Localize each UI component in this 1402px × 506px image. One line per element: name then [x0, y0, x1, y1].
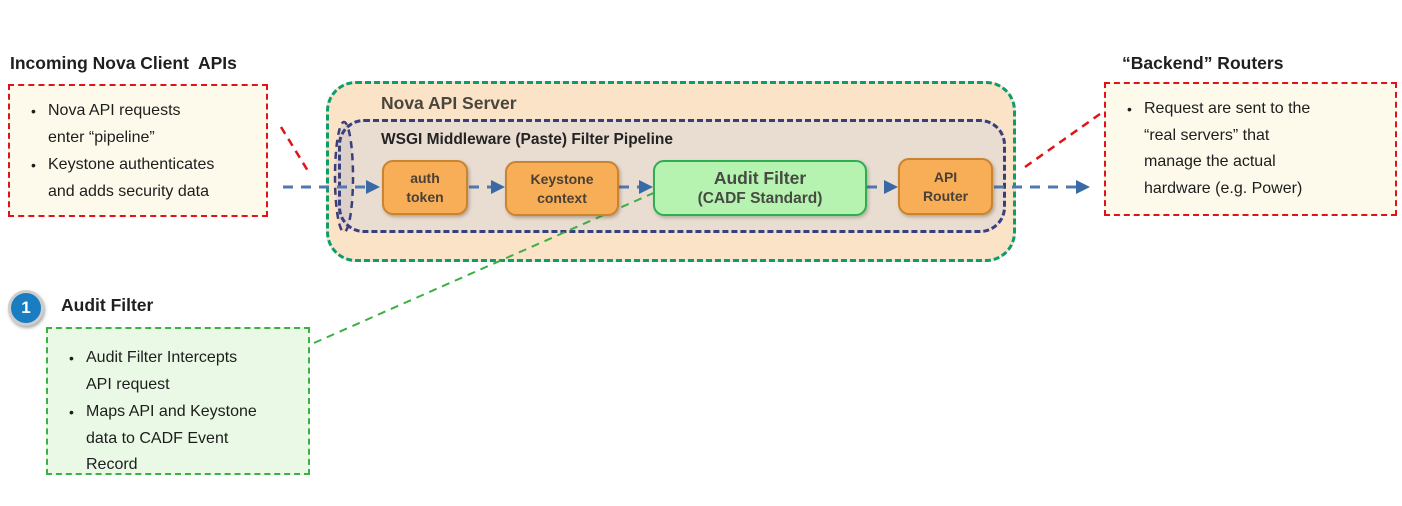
- stage-api-router: API Router: [898, 158, 993, 215]
- callout-title: Audit Filter: [61, 295, 154, 315]
- right-note-bullet-list: Request are sent to the “real servers” t…: [1120, 96, 1385, 202]
- left-note-title: Incoming Nova Client APIs: [10, 53, 237, 73]
- note-bullet: Audit Filter Intercepts API request: [62, 345, 298, 398]
- stage-label-line: token: [406, 188, 444, 205]
- audit-filter-note-box: Audit Filter Intercepts API request Maps…: [46, 327, 310, 475]
- wsgi-pipeline-title: WSGI Middleware (Paste) Filter Pipeline: [381, 131, 673, 148]
- audit-filter-callout-line: [313, 190, 659, 344]
- right-note-callout-line: [1024, 112, 1101, 169]
- pipeline-entry-ellipse: [333, 120, 355, 234]
- left-note-bullet-list: Nova API requests enter “pipeline” Keyst…: [24, 98, 256, 205]
- right-note-title: “Backend” Routers: [1122, 53, 1284, 73]
- stage-label-line: Audit Filter: [713, 168, 807, 188]
- nova-api-server-title: Nova API Server: [381, 93, 517, 113]
- audit-filter-bullet-list: Audit Filter Intercepts API request Maps…: [62, 345, 298, 479]
- note-bullet: Maps API and Keystone data to CADF Event…: [62, 399, 298, 479]
- stage-auth-token: auth token: [382, 160, 468, 215]
- left-note-box: Nova API requests enter “pipeline” Keyst…: [8, 84, 268, 217]
- stage-label-line: Keystone: [530, 170, 594, 187]
- stage-label-line: Router: [922, 187, 969, 204]
- step-1-badge: 1: [8, 290, 44, 326]
- note-bullet: Request are sent to the “real servers” t…: [1120, 96, 1385, 202]
- stage-label-line: API: [933, 168, 958, 185]
- stage-label-line: context: [537, 189, 587, 206]
- note-bullet: Keystone authenticates and adds security…: [24, 152, 256, 205]
- note-bullet: Nova API requests enter “pipeline”: [24, 98, 256, 151]
- left-note-callout-line: [279, 126, 310, 172]
- stage-audit-filter: Audit Filter (CADF Standard): [653, 160, 867, 216]
- right-note-box: Request are sent to the “real servers” t…: [1104, 82, 1397, 216]
- stage-label-line: (CADF Standard): [697, 190, 823, 207]
- flow-arrowheads: [366, 180, 1090, 194]
- stage-keystone-context: Keystone context: [505, 161, 619, 216]
- stage-label-line: auth: [410, 169, 440, 186]
